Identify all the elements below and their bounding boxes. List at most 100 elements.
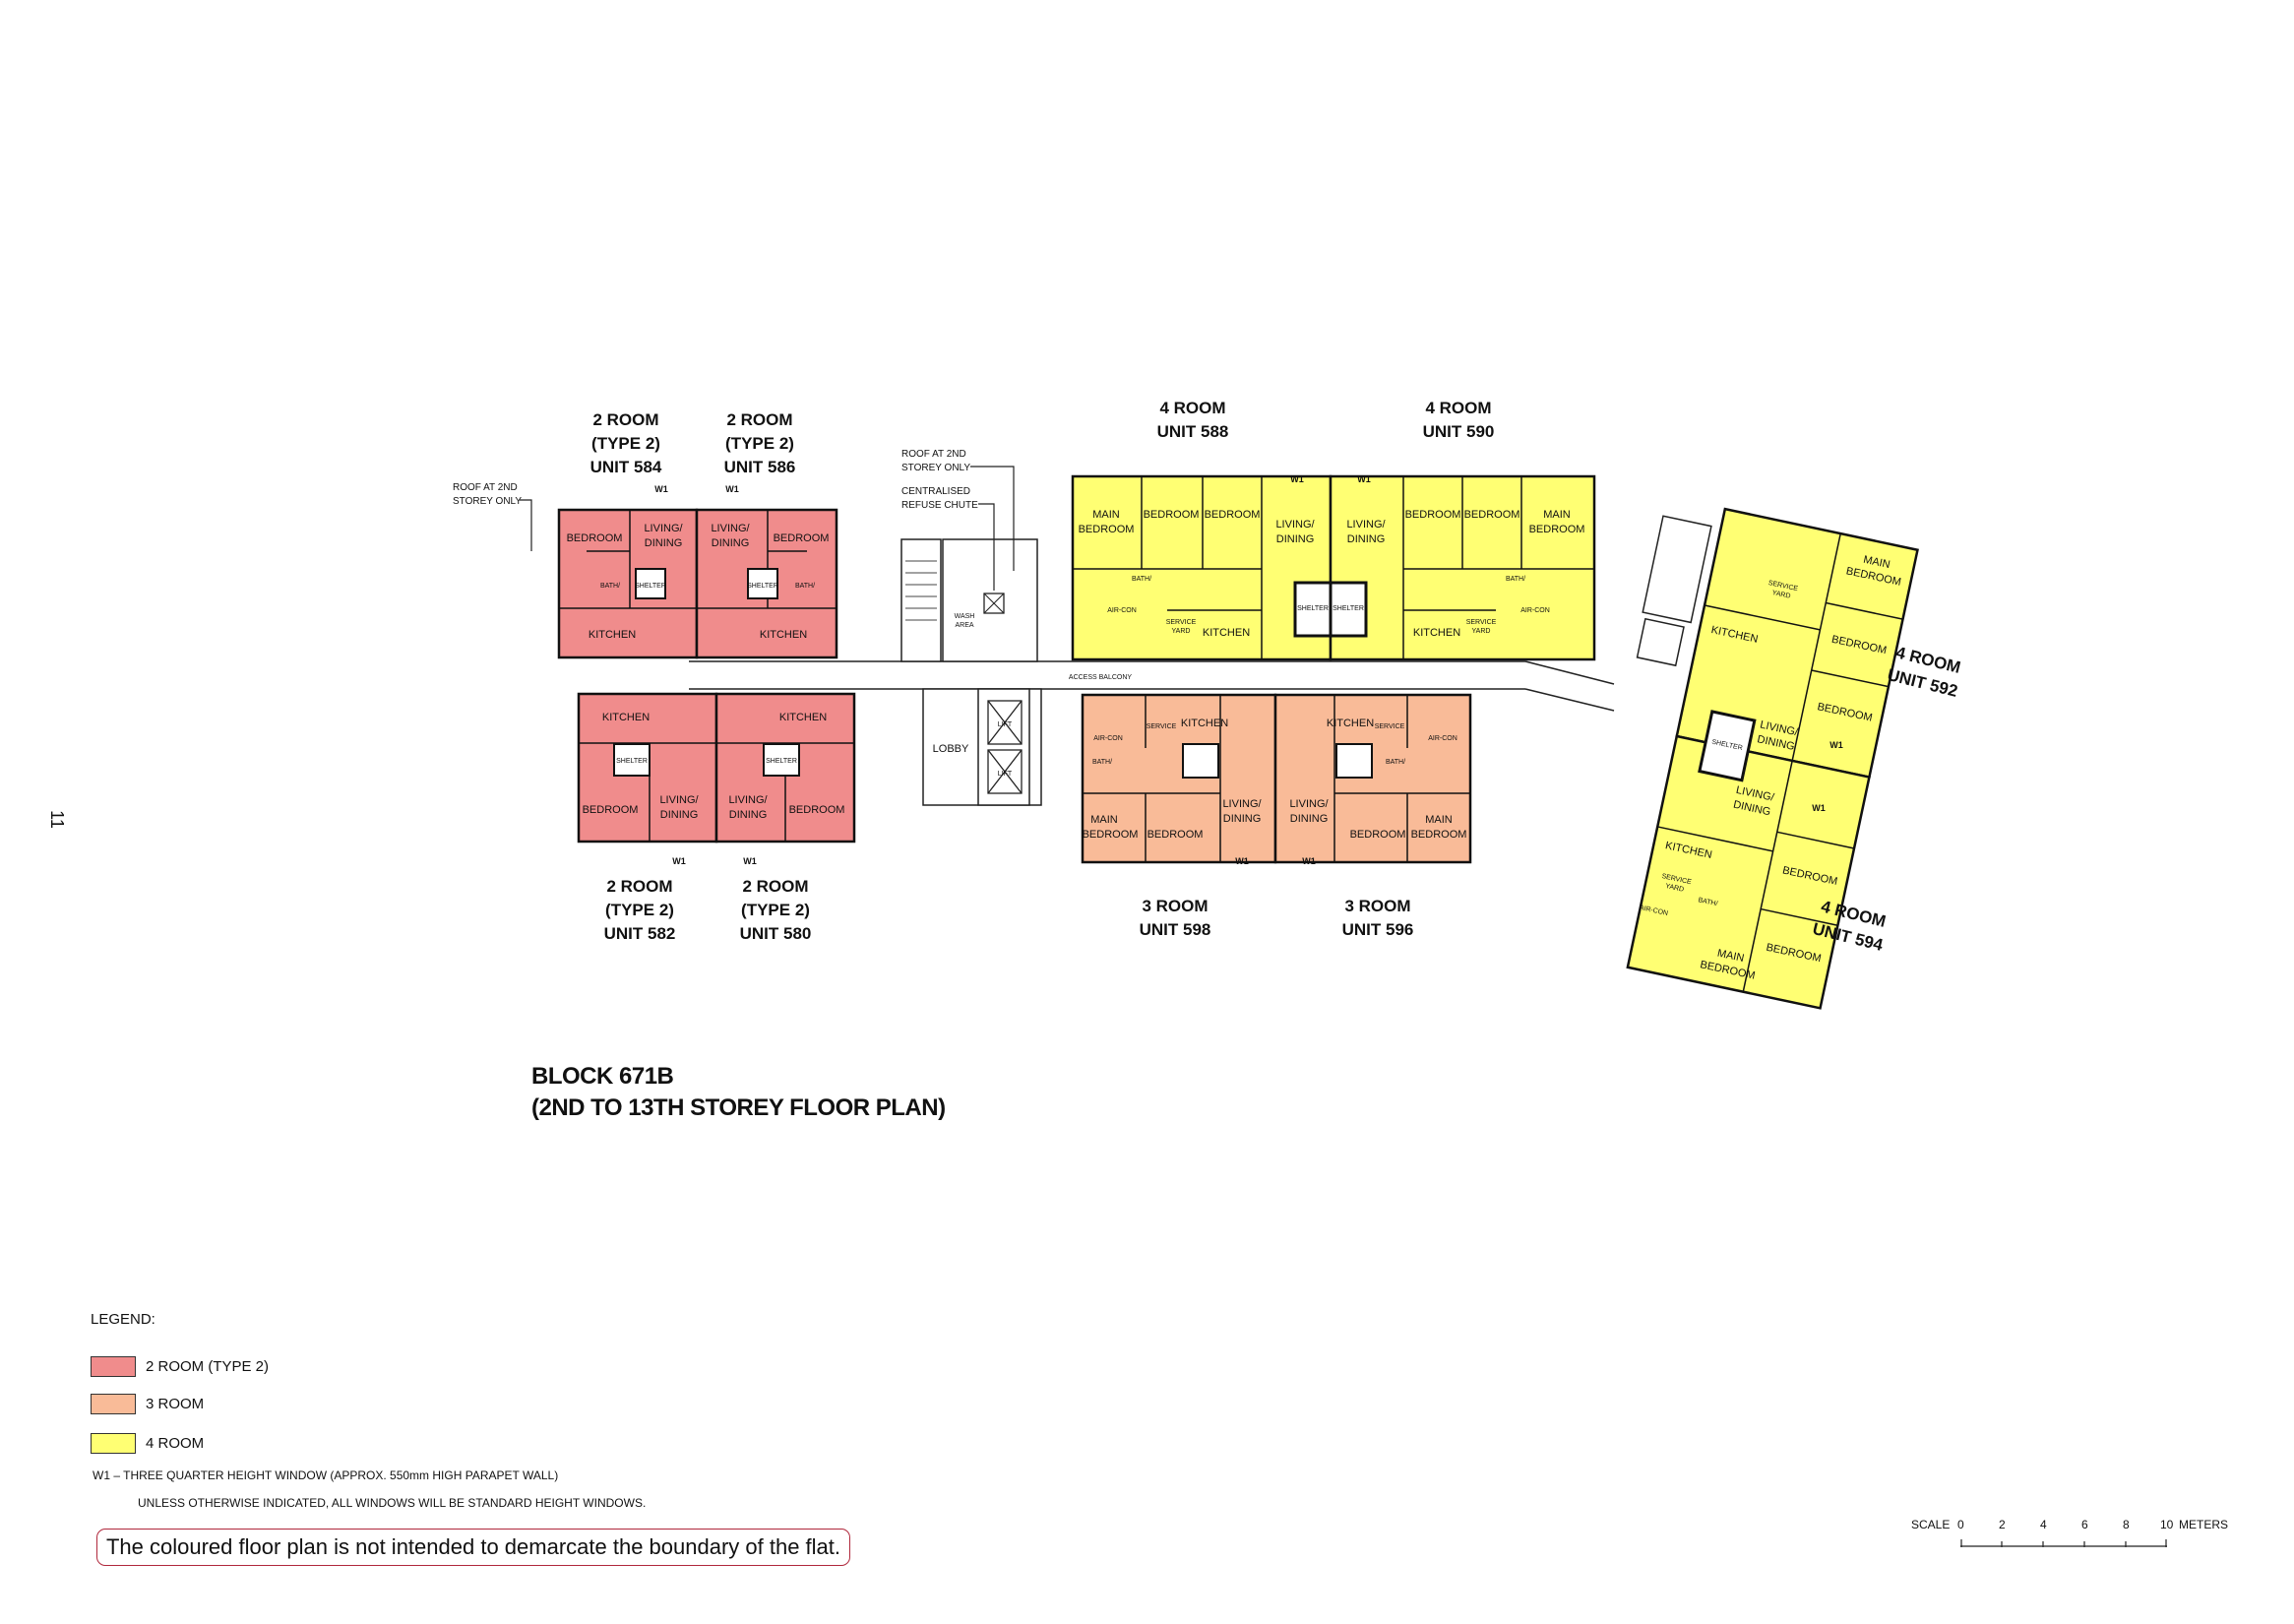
u588-yard: YARD	[1172, 628, 1191, 635]
svg-text:(TYPE 2): (TYPE 2)	[605, 901, 674, 919]
roof-note-center-1: ROOF AT 2ND	[901, 449, 966, 460]
disclaimer-box: The coloured floor plan is not intended …	[96, 1529, 850, 1566]
u590-bedroom-2: BEDROOM	[1464, 509, 1520, 521]
u588-main-bedroom: BEDROOM	[1079, 524, 1135, 535]
block-title: BLOCK 671B (2ND TO 13TH STOREY FLOOR PLA…	[531, 1061, 946, 1124]
svg-text:UNIT 584: UNIT 584	[590, 458, 662, 476]
lift-label-1: LIFT	[998, 721, 1013, 728]
unit-598-plan	[1081, 693, 1277, 864]
u596-service: SERVICE	[1375, 723, 1405, 730]
roof-left-leader	[520, 499, 532, 551]
legend-note-w1: W1 – THREE QUARTER HEIGHT WINDOW (APPROX…	[93, 1468, 559, 1482]
legend-note-windows: UNLESS OTHERWISE INDICATED, ALL WINDOWS …	[138, 1496, 647, 1510]
u590-aircon: AIR-CON	[1520, 607, 1550, 614]
u588-bedroom-1: BEDROOM	[1144, 509, 1200, 521]
unit-label-586: 2 ROOM (TYPE 2) UNIT 586	[724, 410, 796, 476]
u598-kitchen: KITCHEN	[1181, 718, 1228, 729]
unit-label-590: 4 ROOM UNIT 590	[1423, 399, 1495, 441]
legend-item-2-room: 2 ROOM (TYPE 2)	[91, 1356, 269, 1377]
lift-shafts	[987, 700, 1023, 794]
u582-shelter: SHELTER	[616, 758, 648, 765]
unit-594-plan	[1626, 734, 1871, 1010]
u588-dining: DINING	[1276, 533, 1315, 545]
w1-598: W1	[1235, 856, 1249, 866]
u590-bedroom-1: BEDROOM	[1405, 509, 1461, 521]
u588-bedroom-2: BEDROOM	[1205, 509, 1261, 521]
u590-main: MAIN	[1543, 509, 1571, 521]
scale-tick-4: 4	[2040, 1518, 2047, 1531]
u598-main: MAIN	[1090, 814, 1118, 826]
block-title-line-1: BLOCK 671B	[531, 1063, 674, 1090]
u594-main: MAIN	[1716, 948, 1745, 965]
u586-dining: DINING	[712, 537, 750, 549]
access-balcony-corridor	[689, 660, 1615, 712]
wash-area-label-1: WASH	[955, 613, 975, 620]
unit-label-592: 4 ROOM UNIT 592	[1886, 643, 1962, 701]
u580-living: LIVING/	[728, 794, 768, 806]
u588-kitchen: KITCHEN	[1203, 627, 1250, 639]
unit-label-582: 2 ROOM (TYPE 2) UNIT 582	[604, 877, 676, 943]
unit-590-plan	[1329, 474, 1596, 661]
u580-bedroom: BEDROOM	[789, 804, 845, 816]
u590-bath: BATH/	[1506, 576, 1525, 583]
u590-main-bedroom: BEDROOM	[1529, 524, 1585, 535]
w1-586: W1	[725, 484, 739, 494]
w1-592: W1	[1829, 740, 1843, 750]
lobby-label: LOBBY	[933, 743, 969, 755]
u596-living: LIVING/	[1289, 798, 1329, 810]
svg-text:UNIT 588: UNIT 588	[1157, 422, 1229, 441]
u588-aircon: AIR-CON	[1107, 607, 1137, 614]
roof-note-left-1: ROOF AT 2ND	[453, 482, 518, 493]
svg-text:2 ROOM: 2 ROOM	[592, 410, 658, 429]
u588-living: LIVING/	[1275, 519, 1315, 531]
scale-tick-8: 8	[2123, 1518, 2130, 1531]
wash-area-label-2: AREA	[955, 622, 973, 629]
scale-tick-10: 10	[2160, 1518, 2174, 1531]
shelter-label-a: SHELTER	[1297, 605, 1329, 612]
u598-bath: BATH/	[1092, 759, 1112, 766]
u594-bath: BATH/	[1698, 897, 1718, 907]
scale-label: SCALE	[1911, 1518, 1951, 1531]
legend-swatch-2-room	[91, 1356, 136, 1377]
svg-text:(TYPE 2): (TYPE 2)	[725, 434, 794, 453]
unit-label-598: 3 ROOM UNIT 598	[1140, 897, 1211, 939]
u590-yard: YARD	[1472, 628, 1491, 635]
chute-note-2: REFUSE CHUTE	[901, 500, 978, 511]
unit-588-plan	[1071, 474, 1333, 661]
u584-kitchen: KITCHEN	[589, 629, 636, 641]
u592-main: MAIN	[1862, 554, 1891, 571]
u592-yard: YARD	[1771, 590, 1791, 600]
u596-aircon: AIR-CON	[1428, 735, 1457, 742]
u586-living: LIVING/	[711, 523, 750, 534]
page-number: 11	[46, 810, 67, 829]
unit-label-580: 2 ROOM (TYPE 2) UNIT 580	[740, 877, 812, 943]
legend-label-2-room: 2 ROOM (TYPE 2)	[146, 1358, 270, 1375]
access-balcony-label: ACCESS BALCONY	[1069, 674, 1133, 681]
svg-text:2 ROOM: 2 ROOM	[726, 410, 792, 429]
u590-kitchen: KITCHEN	[1413, 627, 1460, 639]
w1-596: W1	[1302, 856, 1316, 866]
u586-bedroom: BEDROOM	[774, 532, 830, 544]
u580-kitchen: KITCHEN	[779, 712, 827, 723]
u582-dining: DINING	[660, 809, 699, 821]
u584-dining: DINING	[645, 537, 683, 549]
u584-living: LIVING/	[644, 523, 683, 534]
east-wing: MAIN BEDROOM BEDROOM BEDROOM KITCHEN SER…	[1626, 507, 1919, 1010]
chute-note-1: CENTRALISED	[901, 486, 970, 497]
svg-text:3 ROOM: 3 ROOM	[1142, 897, 1208, 915]
svg-text:3 ROOM: 3 ROOM	[1344, 897, 1410, 915]
u590-living: LIVING/	[1346, 519, 1386, 531]
svg-text:UNIT 598: UNIT 598	[1140, 920, 1211, 939]
u598-service: SERVICE	[1147, 723, 1177, 730]
unit-584-plan	[557, 508, 699, 659]
u580-dining: DINING	[729, 809, 768, 821]
svg-text:(TYPE 2): (TYPE 2)	[741, 901, 810, 919]
scale-tick-0: 0	[1957, 1518, 1964, 1531]
svg-text:UNIT 596: UNIT 596	[1342, 920, 1414, 939]
scale-bar-graphic	[1960, 1539, 2167, 1547]
u582-bedroom: BEDROOM	[583, 804, 639, 816]
chute-leader	[978, 503, 995, 591]
w1-590: W1	[1357, 474, 1371, 484]
u586-shelter: SHELTER	[747, 583, 778, 590]
u580-shelter: SHELTER	[766, 758, 797, 765]
